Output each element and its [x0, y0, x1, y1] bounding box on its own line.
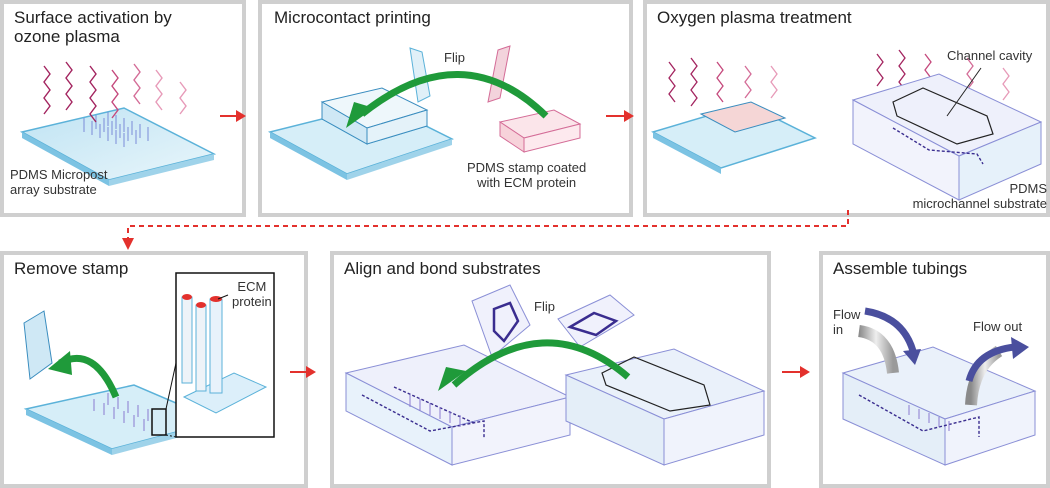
step-panel-microcontact-printing: Microcontact printing Flip PDMS stamp co…: [258, 0, 633, 217]
step-title: Remove stamp: [14, 259, 129, 278]
align-bond-illustration: [344, 284, 766, 466]
microchannel-label: PDMS microchannel substrate: [912, 181, 1047, 211]
step-title: Assemble tubings: [833, 259, 968, 278]
step-panel-align-bond: Align and bond substrates Flip: [330, 251, 771, 488]
step-panel-surface-activation: Surface activation by ozone plasma: [0, 0, 246, 217]
step-panel-assemble-tubings: Assemble tubings Flow in Flow out: [819, 251, 1050, 488]
remove-stamp-illustration: [23, 272, 275, 455]
channel-cavity-label: Channel cavity: [947, 48, 1033, 63]
assemble-tubings-illustration: [841, 307, 1037, 466]
flip-label: Flip: [534, 299, 555, 314]
flow-in-label: Flow in: [833, 307, 861, 337]
flow-out-label: Flow out: [973, 319, 1023, 334]
step-title: Align and bond substrates: [344, 259, 541, 278]
substrate-label: PDMS Micropost array substrate: [10, 167, 108, 197]
microcontact-printing-illustration: [267, 45, 582, 180]
step-title: Surface activation by ozone plasma: [14, 8, 172, 46]
step-panel-remove-stamp: Remove stamp ECM protein: [0, 251, 308, 488]
stamp-label: PDMS stamp coated with ECM protein: [467, 160, 587, 190]
ecm-protein-label: ECM protein: [232, 279, 272, 309]
step-title: Oxygen plasma treatment: [657, 8, 852, 27]
step-title: Microcontact printing: [274, 8, 431, 27]
micropost-substrate-illustration: [19, 61, 217, 186]
step-panel-oxygen-plasma: Oxygen plasma treatment Channel cavity P…: [643, 0, 1050, 217]
oxygen-plasma-illustration: [651, 49, 1043, 201]
flip-label: Flip: [444, 50, 465, 65]
